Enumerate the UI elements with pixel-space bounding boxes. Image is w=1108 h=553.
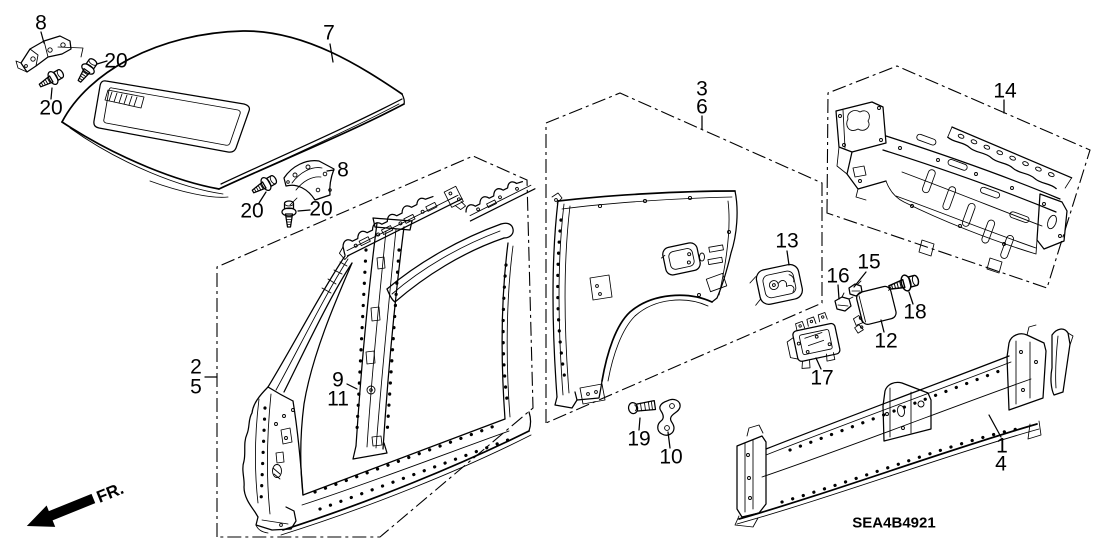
roof-panel — [61, 30, 406, 198]
callout-20-d: 20 — [309, 198, 332, 221]
bulkhead-upper-rail — [947, 126, 1073, 190]
callout-6: 6 — [696, 96, 708, 119]
side-sill — [734, 324, 1074, 528]
callout-14: 14 — [993, 80, 1017, 103]
bracket-bolt-link-line-2 — [289, 197, 298, 206]
callout-5: 5 — [190, 376, 202, 399]
callout-8-rear: 8 — [337, 159, 349, 182]
callout-9: 9 — [332, 369, 344, 392]
callout-11: 11 — [327, 388, 349, 411]
callout-10: 10 — [659, 446, 682, 469]
callout-8-front: 8 — [35, 12, 47, 35]
roof-side-rail-stiffener — [338, 185, 467, 260]
bolt-18 — [886, 271, 922, 296]
callout-16: 16 — [826, 265, 849, 288]
callout-1: 1 — [996, 435, 1008, 458]
quarter-panel — [551, 190, 738, 409]
adapter-17 — [786, 312, 841, 369]
callout-18: 18 — [903, 301, 926, 324]
roof-bracket-front — [15, 35, 72, 73]
callout-17: 17 — [810, 367, 833, 390]
callout-leader-lines — [40, 31, 1005, 449]
special-bolt-20-d — [281, 200, 297, 228]
front-direction-label: FR. — [94, 479, 127, 507]
callout-20-a: 20 — [104, 50, 127, 73]
rear-bulkhead-boundary — [826, 65, 1091, 289]
clip-16 — [834, 292, 854, 312]
side-panel-outer — [242, 222, 532, 536]
roof-bracket-rear — [283, 160, 335, 201]
hook-10 — [657, 398, 681, 436]
roof-side-rail-stiffener-rear — [465, 181, 536, 222]
fuel-filler-lid — [853, 285, 897, 334]
quarter-panel-set-boundary — [545, 92, 823, 424]
bolt-19 — [627, 399, 657, 415]
bracket-bolt-link-line — [57, 46, 84, 58]
front-direction-arrow-icon — [26, 493, 96, 527]
clip-15 — [848, 280, 863, 297]
special-bolt-20-b — [35, 65, 67, 93]
diagram-code: SEA4B4921 — [852, 515, 935, 532]
callout-20-c: 20 — [240, 200, 263, 223]
callout-4: 4 — [995, 453, 1007, 476]
callout-12: 12 — [874, 330, 897, 353]
sunroof-opening — [93, 80, 251, 153]
center-pillar-stiffener — [352, 217, 413, 460]
front-direction-indicator: FR. — [26, 479, 127, 527]
callout-20-b: 20 — [39, 97, 62, 120]
callout-7: 7 — [323, 22, 335, 45]
callout-3: 3 — [696, 78, 708, 101]
callout-19: 19 — [627, 428, 650, 451]
callout-2: 2 — [190, 356, 202, 379]
rear-bulkhead — [835, 101, 1073, 274]
side-panel-set-boundary — [216, 155, 534, 538]
fuel-filler-opening — [660, 242, 701, 276]
callout-15: 15 — [857, 251, 880, 274]
fuel-filler-pocket — [749, 263, 804, 306]
callout-13: 13 — [775, 230, 798, 253]
